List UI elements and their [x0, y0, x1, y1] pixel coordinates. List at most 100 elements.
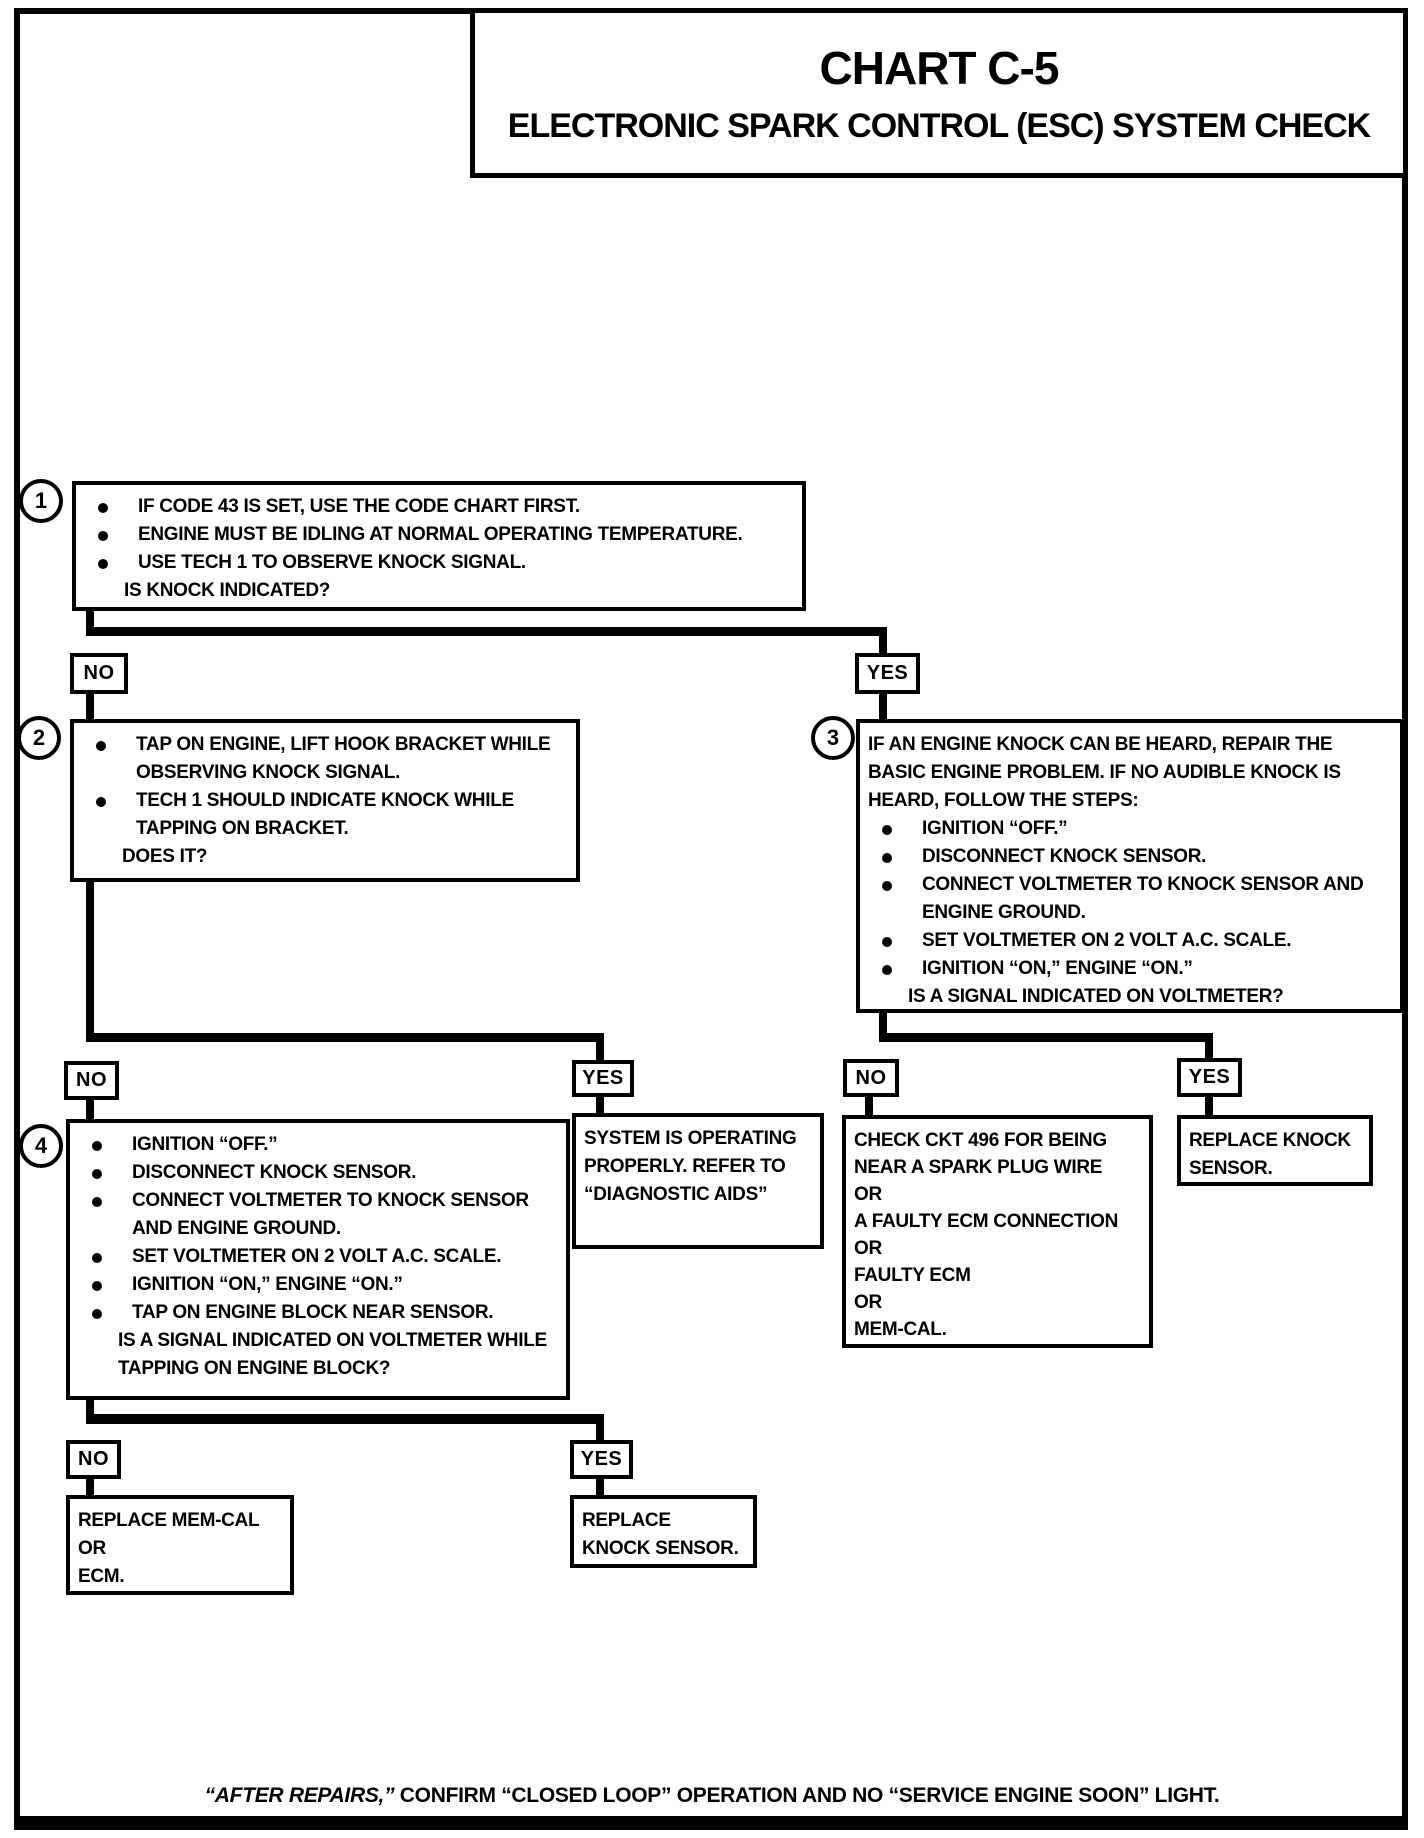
yes-label: YES: [582, 1067, 624, 1089]
bullet-icon: [84, 521, 138, 541]
result-line: OR: [854, 1238, 882, 1259]
result-line: REPLACE MEM-CAL: [78, 1510, 260, 1531]
result-line: CHECK CKT 496 FOR BEING NEAR A SPARK PLU…: [854, 1130, 1107, 1178]
result-line: OR: [78, 1538, 106, 1559]
bullet-item: USE TECH 1 TO OBSERVE KNOCK SIGNAL.: [84, 549, 792, 577]
bullet-text: CONNECT VOLTMETER TO KNOCK SENSOR AND EN…: [922, 874, 1364, 923]
bullet-icon: [78, 1159, 132, 1179]
bullet-item: DISCONNECT KNOCK SENSOR.: [868, 843, 1390, 871]
connector-line: [879, 627, 887, 657]
yes-label: YES: [866, 662, 909, 684]
bullet-icon: [84, 549, 138, 569]
bullet-item: SET VOLTMETER ON 2 VOLT A.C. SCALE.: [868, 927, 1390, 955]
connector-line: [865, 1095, 873, 1117]
connector-line: [596, 1477, 604, 1497]
result-box-system-operating: SYSTEM IS OPERATING PROPERLY. REFER TO “…: [572, 1113, 824, 1249]
flow-box-step4: IGNITION “OFF.” DISCONNECT KNOCK SENSOR.…: [66, 1119, 570, 1400]
connector-line: [879, 1011, 887, 1037]
connector-line: [86, 1414, 604, 1424]
footer-note: “AFTER REPAIRS,” CONFIRM “CLOSED LOOP” O…: [0, 1784, 1424, 1808]
bullet-icon: [868, 927, 922, 947]
connector-line: [86, 880, 94, 1041]
result-box-check-ckt-496: CHECK CKT 496 FOR BEING NEAR A SPARK PLU…: [842, 1115, 1153, 1348]
result-line: A FAULTY ECM CONNECTION: [854, 1211, 1119, 1232]
bullet-icon: [78, 1243, 132, 1263]
chart-title-box: CHART C-5 ELECTRONIC SPARK CONTROL (ESC)…: [470, 8, 1408, 178]
chart-title: CHART C-5: [819, 41, 1060, 94]
branch-label-no-2: NO: [64, 1061, 119, 1100]
question-text: IS A SIGNAL INDICATED ON VOLTMETER WHILE…: [118, 1330, 547, 1379]
question-text: IS A SIGNAL INDICATED ON VOLTMETER?: [908, 986, 1284, 1007]
branch-label-yes-1: YES: [855, 653, 920, 694]
step-circle-3: 3: [811, 716, 855, 760]
step-number: 4: [34, 1133, 48, 1158]
result-line: ECM.: [78, 1566, 125, 1587]
branch-label-no-4: NO: [66, 1440, 121, 1479]
bullet-text: IF CODE 43 IS SET, USE THE CODE CHART FI…: [138, 496, 580, 517]
chart-subtitle: ELECTRONIC SPARK CONTROL (ESC) SYSTEM CH…: [507, 106, 1371, 145]
bullet-item: IGNITION “OFF.”: [78, 1131, 556, 1159]
no-label: NO: [83, 662, 115, 684]
bullet-text: DISCONNECT KNOCK SENSOR.: [922, 846, 1207, 867]
step-circle-1: 1: [19, 479, 63, 523]
bullet-text: TAP ON ENGINE, LIFT HOOK BRACKET WHILE O…: [136, 734, 551, 783]
result-line: OR: [854, 1292, 882, 1313]
step-circle-4: 4: [19, 1124, 63, 1168]
flow-box-step3: IF AN ENGINE KNOCK CAN BE HEARD, REPAIR …: [856, 719, 1404, 1013]
branch-label-no-1: NO: [70, 653, 128, 694]
bullet-text: IGNITION “OFF.”: [132, 1134, 278, 1155]
result-box-replace-memcal: REPLACE MEM-CAL OR ECM.: [66, 1495, 294, 1595]
question-text: IS KNOCK INDICATED?: [124, 580, 331, 601]
bullet-icon: [868, 871, 922, 891]
bullet-text: IGNITION “OFF.”: [922, 818, 1068, 839]
bullet-icon: [868, 955, 922, 975]
connector-line: [1205, 1095, 1213, 1117]
bullet-text: IGNITION “ON,” ENGINE “ON.”: [922, 958, 1193, 979]
bullet-item: TECH 1 SHOULD INDICATE KNOCK WHILE TAPPI…: [82, 787, 566, 843]
branch-label-yes-4: YES: [570, 1440, 633, 1479]
result-line: MEM-CAL.: [854, 1319, 947, 1340]
result-box-replace-knock-sensor-right: REPLACE KNOCK SENSOR.: [1177, 1115, 1373, 1186]
bullet-icon: [868, 815, 922, 835]
bullet-item: IGNITION “OFF.”: [868, 815, 1390, 843]
connector-line: [1205, 1033, 1213, 1060]
bullet-item: TAP ON ENGINE, LIFT HOOK BRACKET WHILE O…: [82, 731, 566, 787]
result-text: REPLACE KNOCK SENSOR.: [582, 1510, 739, 1559]
connector-line: [86, 1398, 94, 1422]
no-label: NO: [78, 1448, 109, 1470]
connector-line: [86, 1477, 94, 1497]
connector-line: [879, 1033, 1213, 1042]
no-label: NO: [855, 1066, 887, 1089]
step-number: 1: [34, 488, 48, 513]
bullet-item: TAP ON ENGINE BLOCK NEAR SENSOR.: [78, 1299, 556, 1327]
bullet-icon: [82, 787, 136, 807]
yes-label: YES: [1188, 1066, 1231, 1088]
connector-line: [86, 607, 94, 631]
flow-box-step1: IF CODE 43 IS SET, USE THE CODE CHART FI…: [72, 481, 806, 611]
connector-line: [596, 1095, 604, 1115]
result-text: SYSTEM IS OPERATING PROPERLY. REFER TO “…: [584, 1128, 797, 1205]
bullet-text: TECH 1 SHOULD INDICATE KNOCK WHILE TAPPI…: [136, 790, 514, 839]
bullet-item: ENGINE MUST BE IDLING AT NORMAL OPERATIN…: [84, 521, 792, 549]
bullet-item: CONNECT VOLTMETER TO KNOCK SENSOR AND EN…: [78, 1187, 556, 1243]
step-number: 2: [32, 725, 46, 750]
connector-line: [879, 692, 887, 721]
bullet-text: IGNITION “ON,” ENGINE “ON.”: [132, 1274, 403, 1295]
bullet-icon: [78, 1299, 132, 1319]
connector-line: [596, 1033, 604, 1062]
bullet-item: IGNITION “ON,” ENGINE “ON.”: [868, 955, 1390, 983]
bullet-text: SET VOLTMETER ON 2 VOLT A.C. SCALE.: [132, 1246, 502, 1267]
footer-italic: “AFTER REPAIRS,”: [204, 1784, 395, 1807]
bullet-text: ENGINE MUST BE IDLING AT NORMAL OPERATIN…: [138, 524, 743, 545]
connector-line: [86, 627, 887, 636]
result-box-replace-knock-sensor-bottom: REPLACE KNOCK SENSOR.: [570, 1495, 757, 1568]
bullet-icon: [78, 1131, 132, 1151]
intro-text: IF AN ENGINE KNOCK CAN BE HEARD, REPAIR …: [868, 734, 1341, 811]
result-line: OR: [854, 1184, 882, 1205]
footer-rest: CONFIRM “CLOSED LOOP” OPERATION AND NO “…: [394, 1784, 1220, 1807]
branch-label-no-3: NO: [843, 1059, 899, 1097]
branch-label-yes-2: YES: [572, 1060, 634, 1097]
no-label: NO: [76, 1069, 107, 1091]
bullet-text: CONNECT VOLTMETER TO KNOCK SENSOR AND EN…: [132, 1190, 529, 1239]
bullet-item: SET VOLTMETER ON 2 VOLT A.C. SCALE.: [78, 1243, 556, 1271]
